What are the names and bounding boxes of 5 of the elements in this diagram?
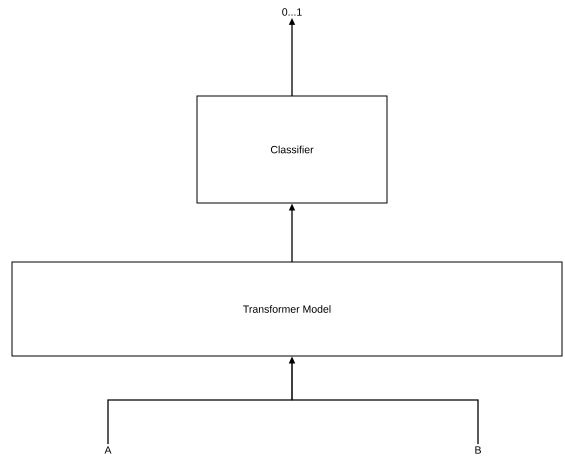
output-label: 0...1 [282, 8, 302, 16]
process-box: Transformer Model [12, 262, 562, 356]
process-box: Classifier [196, 96, 388, 204]
input-label: B [475, 446, 481, 454]
input-label: A [104, 446, 112, 454]
